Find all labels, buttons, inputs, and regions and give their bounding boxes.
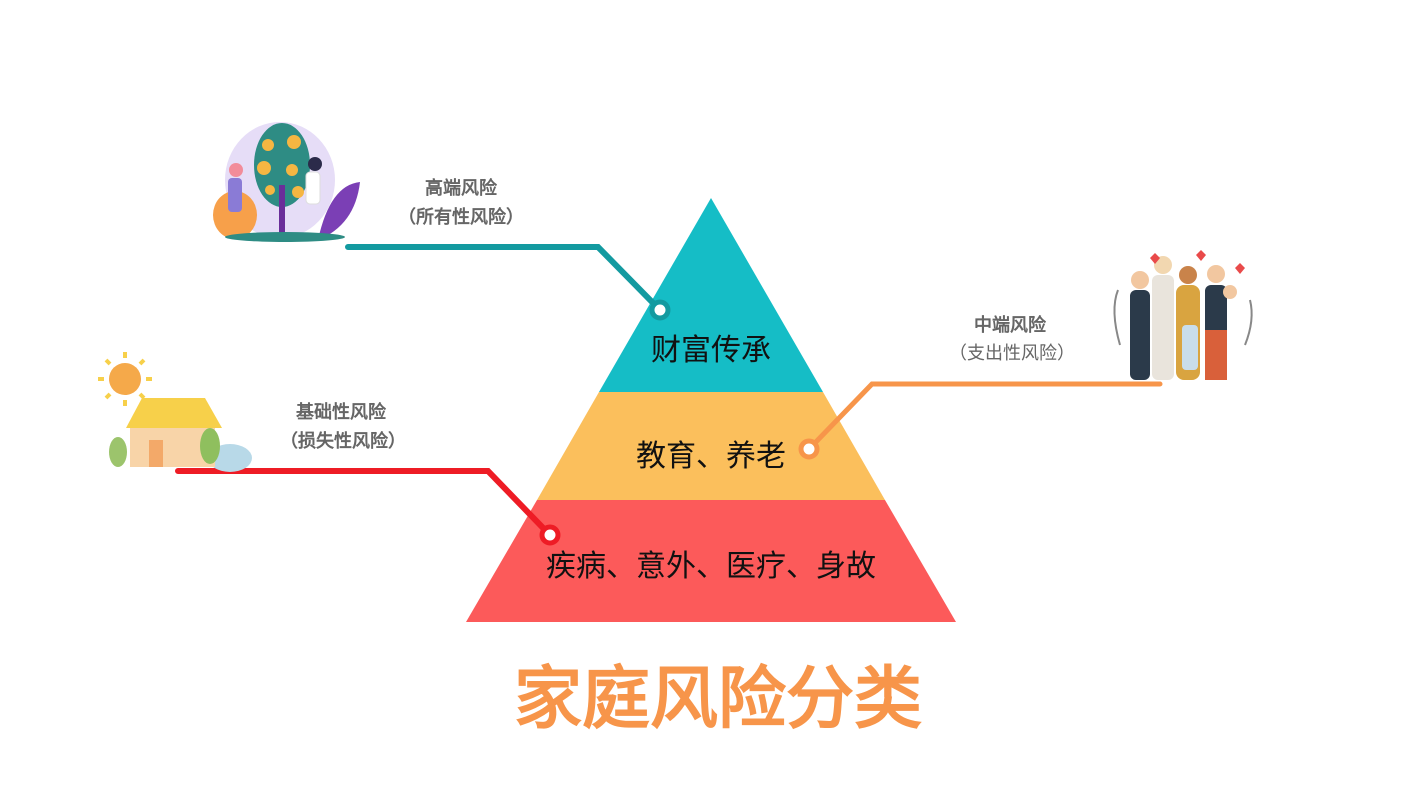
high-risk-subtitle: （所有性风险） — [398, 206, 524, 228]
family-illustration — [1113, 250, 1253, 380]
pyramid-tier-middle — [537, 392, 885, 500]
mid-risk-connector — [809, 381, 1163, 449]
page-title: 家庭风险分类 — [514, 660, 922, 739]
tier-bottom-label: 疾病、意外、医疗、身故 — [546, 549, 876, 584]
base-risk-title: 基础性风险 — [295, 401, 387, 423]
base-risk-subtitle: （损失性风险） — [280, 430, 406, 452]
tier-middle-label: 教育、养老 — [636, 439, 786, 474]
base-risk-dot — [539, 524, 561, 546]
mid-risk-title: 中端风险 — [974, 314, 1047, 336]
mid-risk-dot — [798, 438, 820, 460]
pyramid-tier-top — [599, 198, 823, 392]
high-risk-connector — [345, 244, 660, 310]
mid-risk-subtitle: （支出性风险） — [949, 343, 1075, 364]
money-tree-illustration — [213, 122, 360, 242]
pyramid-tier-bottom — [466, 500, 956, 622]
high-risk-title: 高端风险 — [425, 177, 498, 199]
base-risk-connector — [175, 468, 550, 535]
house-illustration — [98, 352, 252, 472]
tier-top-label: 财富传承 — [651, 333, 771, 368]
high-risk-dot — [649, 299, 671, 321]
